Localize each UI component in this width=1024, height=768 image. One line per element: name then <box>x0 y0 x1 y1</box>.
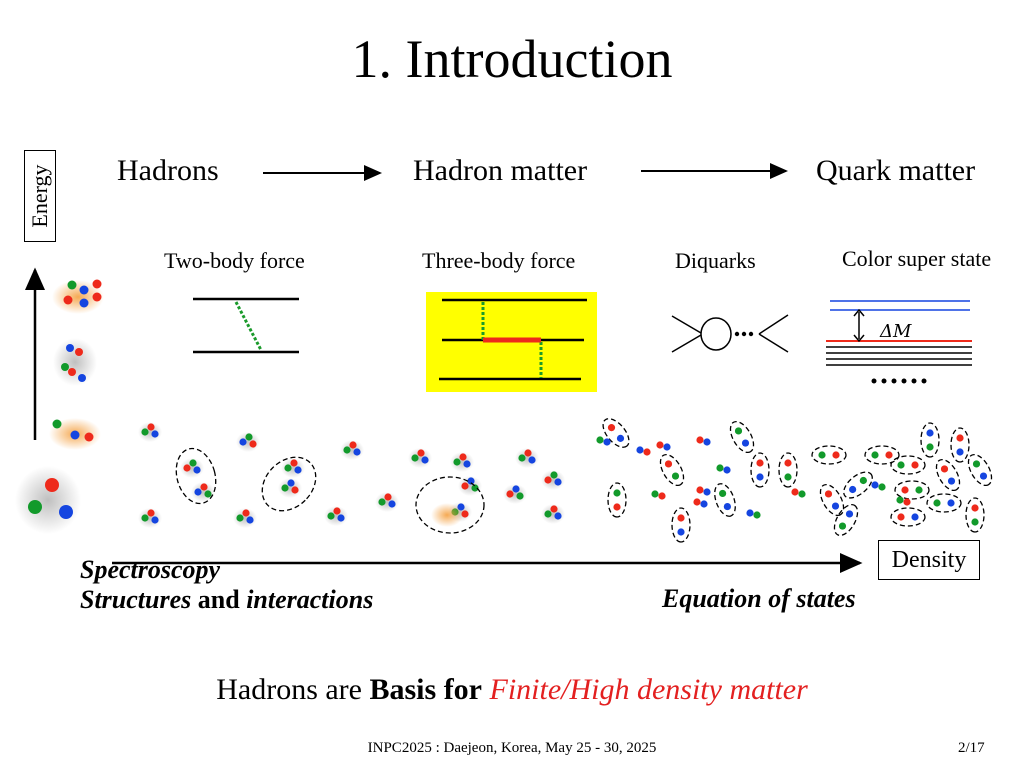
two-body-force-label: Two-body force <box>164 248 305 273</box>
stage-hadron-matter: Hadron matter <box>413 154 588 187</box>
energy-axis-label: Energy <box>24 150 56 242</box>
stage-quark-matter: Quark matter <box>816 154 976 187</box>
three-body-force-label: Three-body force <box>422 248 576 273</box>
hadron-spectrum-illustration <box>15 279 104 534</box>
structures-interactions-label: Structures and interactions <box>80 585 373 615</box>
three-body-force-diagram <box>426 292 597 392</box>
conclusion-highlight: Finite/High density matter <box>489 673 808 706</box>
diquarks-diagram <box>671 314 789 353</box>
structures-word: Structures <box>80 585 192 614</box>
color-super-state-diagram: ΔM <box>826 300 972 384</box>
two-body-force-diagram <box>193 297 299 354</box>
spectroscopy-label: Spectroscopy <box>80 555 221 584</box>
conclusion-prefix: Hadrons are <box>216 673 370 706</box>
and-word: and <box>197 585 240 614</box>
density-particles <box>138 418 993 543</box>
diquarks-label: Diquarks <box>675 248 756 273</box>
equation-of-states-label: Equation of states <box>662 584 856 613</box>
color-super-state-label: Color super state <box>842 246 992 271</box>
density-label: Density <box>878 540 980 580</box>
page-title: 1. Introduction <box>351 29 673 89</box>
page-number: 2/17 <box>958 740 985 756</box>
conclusion-bold: Basis for <box>369 673 483 706</box>
conclusion-sentence: Hadrons are Basis for Finite/High densit… <box>0 673 1024 707</box>
stage-hadrons: Hadrons <box>117 154 219 187</box>
footer-text: INPC2025 : Daejeon, Korea, May 25 - 30, … <box>367 740 657 756</box>
delta-m-label: ΔM <box>879 321 912 342</box>
interactions-word: interactions <box>246 585 374 614</box>
